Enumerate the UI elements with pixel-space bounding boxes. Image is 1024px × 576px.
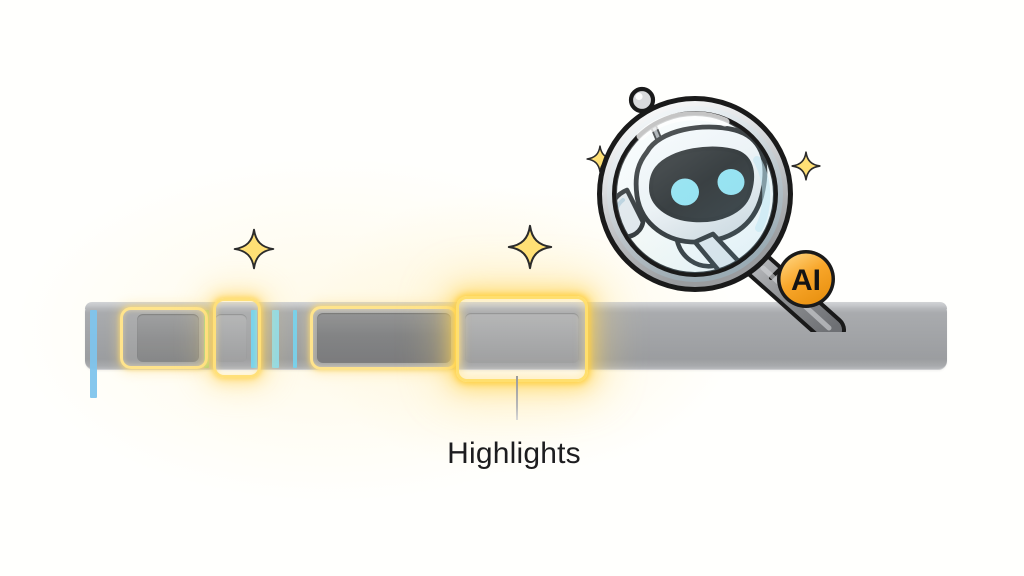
panel-segment-1[interactable] [137, 314, 199, 362]
accent-cyan-2 [272, 310, 279, 368]
accent-cyan-3 [293, 310, 297, 368]
highlight-box-narrow[interactable] [213, 298, 261, 378]
toolbar-top-edge [85, 302, 947, 309]
ai-badge-label: AI [791, 264, 821, 297]
caption: Highlights [0, 437, 1024, 471]
page-title: Highlights [447, 437, 581, 470]
accent-blue-left [90, 310, 97, 398]
panel-segment-3[interactable] [317, 313, 451, 363]
ai-badge[interactable]: AI [777, 250, 835, 308]
highlight-box-selected[interactable] [456, 296, 588, 382]
callout-leader-line [516, 376, 518, 420]
sparkle-large-left-icon [233, 228, 275, 270]
panel-segment-2[interactable] [215, 314, 247, 362]
sparkle-small-right-icon [791, 151, 821, 181]
ai-robot-mascot[interactable]: AI [585, 82, 865, 332]
highlight-box-small-left[interactable] [120, 307, 208, 369]
highlight-box-wide[interactable] [310, 306, 458, 370]
magnifier-lens-icon [597, 96, 793, 292]
panel-segment-4[interactable] [465, 313, 579, 363]
accent-cyan-1 [251, 310, 257, 368]
sparkle-large-mid-icon [507, 224, 553, 270]
